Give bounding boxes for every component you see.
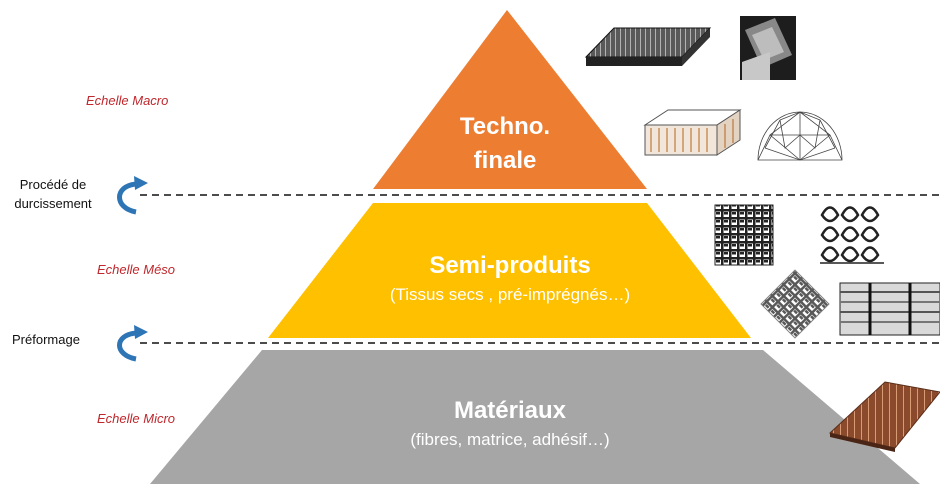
composite-panel-icon — [584, 27, 712, 66]
scale-label-meso: Echelle Méso — [97, 262, 176, 277]
tier-top-label: Techno. finale — [430, 110, 580, 178]
scale-label-macro: Echelle Macro — [86, 93, 169, 108]
fiber-sheet-icon — [828, 381, 940, 452]
tier-top-line2: finale — [473, 147, 537, 174]
geodesic-dome-icon — [757, 111, 843, 161]
curved-arrow-icon — [117, 325, 148, 362]
tier-bottom-shape — [150, 350, 920, 484]
tier-middle-title: Semi-produits — [429, 252, 591, 279]
preforming-process-label: Préformage — [12, 332, 80, 347]
tier-top-line1: Techno. — [459, 113, 551, 140]
tier-top-shape — [373, 10, 647, 189]
tier-middle-label: Semi-produits (Tissus secs , pré-imprégn… — [310, 250, 710, 308]
prepreg-bundle-icon — [839, 282, 940, 336]
honeycomb-sandwich-icon — [643, 109, 742, 156]
curved-arrow-icon — [117, 176, 148, 215]
tier-bottom-label: Matériaux (fibres, matrice, adhésif…) — [310, 395, 710, 453]
hardening-process-label: Procédé de durcissement — [6, 175, 100, 213]
tube-section-icon — [740, 16, 796, 80]
scale-label-micro: Echelle Micro — [97, 411, 176, 426]
woven-fabric-icon — [714, 204, 774, 266]
hardening-process-line2: durcissement — [14, 196, 92, 211]
tier-bottom-subtitle: (fibres, matrice, adhésif…) — [410, 430, 610, 449]
braided-fabric-icon — [760, 269, 830, 339]
tier-middle-subtitle: (Tissus secs , pré-imprégnés…) — [389, 285, 631, 304]
tier-middle-shape — [268, 203, 751, 338]
tier-bottom-title: Matériaux — [453, 397, 567, 424]
hardening-process-line1: Procédé de — [19, 177, 87, 192]
knitted-fabric-icon — [820, 206, 884, 264]
